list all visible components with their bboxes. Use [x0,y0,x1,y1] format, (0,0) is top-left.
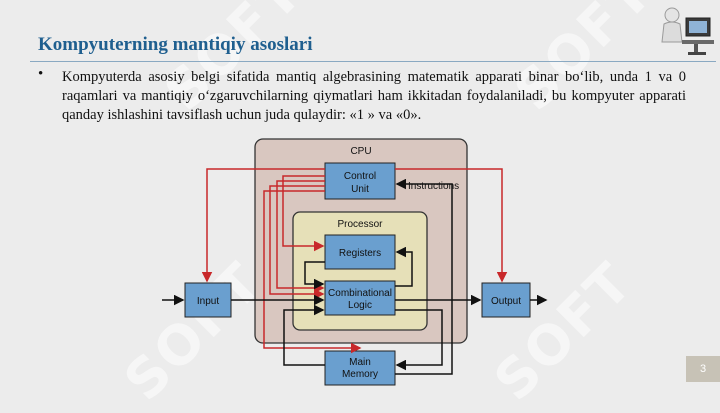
registers-to-logic-arrow [304,261,325,290]
main-memory-label-2: Memory [342,369,378,380]
slide-title: Kompyuterning mantiqiy asoslari [38,34,313,55]
data-flow-arrows [162,178,548,375]
control-to-registers-arrow [282,175,325,252]
cpu-label: CPU [350,146,371,157]
bullet-paragraph: Kompyuterda asosiy belgi sifatida mantiq… [62,69,686,123]
registers-label: Registers [339,248,381,259]
person-at-computer-icon [661,7,714,55]
output-label: Output [491,296,521,307]
title-divider [30,61,716,62]
control-to-logic-arrow-b [269,185,325,300]
control-to-memory-arrow [263,190,362,354]
main-memory-label-1: Main [349,357,371,368]
combinational-logic-label-1: Combinational [328,288,392,299]
logic-to-memory-arrow [395,309,443,371]
registers-box [324,234,396,270]
main-memory-box [324,350,396,386]
memory-to-logic-arrow [283,304,325,366]
logic-to-registers-arrow [395,246,413,287]
control-to-logic-arrow-a [276,180,325,294]
input-label: Input [197,296,219,307]
instructions-label: Instructions [408,181,459,192]
input-box [184,282,232,318]
cpu-architecture-diagram: CPU Processor Control Unit Registers Com… [162,138,548,386]
combinational-logic-box [324,280,396,316]
control-to-input-arrow [201,168,325,283]
control-to-output-arrow [395,168,508,283]
memory-to-control-instructions-arrow [395,178,453,375]
control-unit-label-2: Unit [351,184,369,195]
page-number-badge: 3 [686,356,720,382]
processor-label: Processor [337,219,383,230]
control-unit-label-1: Control [344,171,376,182]
control-signal-arrows [201,168,508,354]
combinational-logic-label-2: Logic [348,300,372,311]
bullet-marker: • [38,66,44,82]
